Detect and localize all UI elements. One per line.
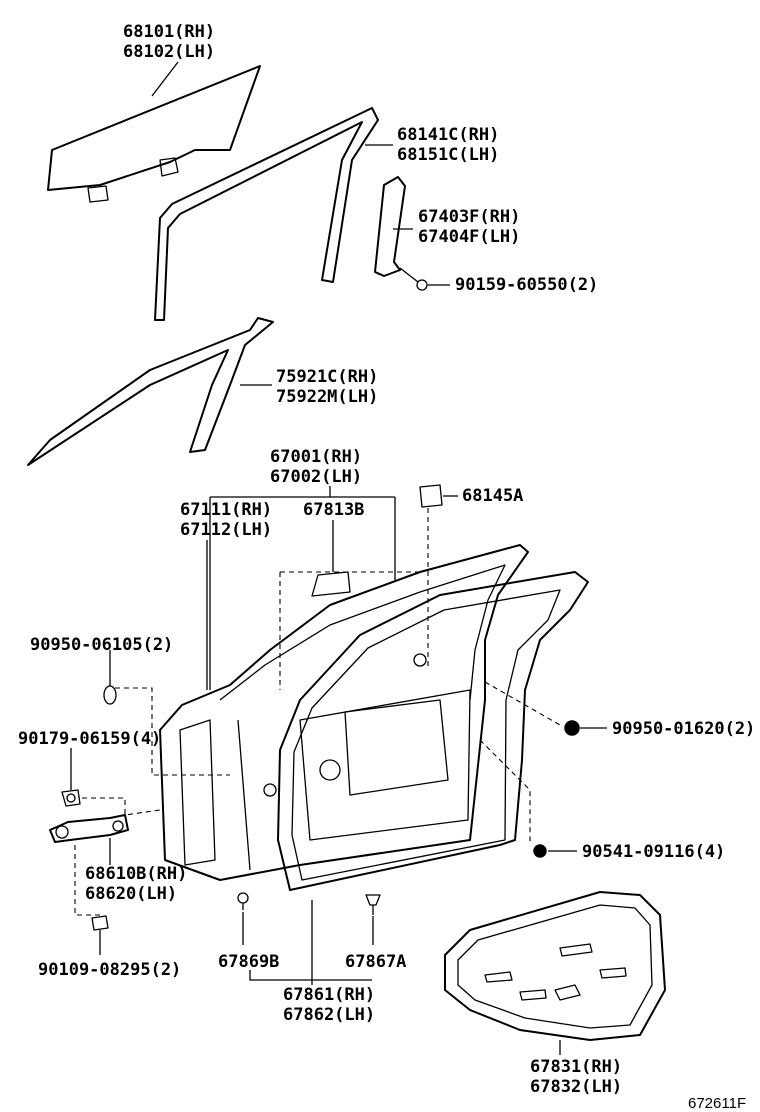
label-bolt-hinge: 90179-06159(4)	[18, 729, 161, 749]
leader-door	[209, 486, 396, 690]
dash-plug-right	[484, 681, 561, 726]
seal-b-part	[311, 571, 351, 597]
bolt-check-icon	[91, 915, 109, 931]
rear-sash-part	[374, 176, 406, 277]
label-molding-rh: 75921C(RH)	[276, 367, 378, 387]
pad-a-part	[419, 484, 443, 508]
label-bolt-check: 90109-08295(2)	[38, 960, 181, 980]
label-clip-a: 67867A	[345, 952, 406, 972]
label-sash-rh: 67403F(RH)	[418, 207, 520, 227]
label-glass-lh: 68102(LH)	[123, 42, 215, 62]
label-weather-rh: 67861(RH)	[283, 985, 375, 1005]
label-cover-lh: 67832(LH)	[530, 1077, 622, 1097]
leader-weatherstrip	[249, 900, 372, 985]
label-door-lh: 67002(LH)	[270, 467, 362, 487]
label-plug-right: 90950-01620(2)	[612, 719, 755, 739]
door-glass-part	[47, 65, 261, 203]
molding-part	[27, 317, 274, 466]
label-check-rh: 68610B(RH)	[85, 864, 187, 884]
label-seal-b: 67813B	[303, 500, 364, 520]
label-run-rh: 68141C(RH)	[397, 125, 499, 145]
clip-b-icon	[237, 892, 249, 910]
plug-left-icon	[103, 685, 117, 705]
label-door-rh: 67001(RH)	[270, 447, 362, 467]
label-nut-right: 90541-09116(4)	[582, 842, 725, 862]
label-check-lh: 68620(LH)	[85, 884, 177, 904]
label-screw-sash: 90159-60550(2)	[455, 275, 598, 295]
label-run-lh: 68151C(LH)	[397, 145, 499, 165]
label-panel-lh: 67112(LH)	[180, 520, 272, 540]
label-cover-rh: 67831(RH)	[530, 1057, 622, 1077]
label-molding-lh: 75922M(LH)	[276, 387, 378, 407]
screw-sash-icon	[399, 267, 428, 291]
leader-glass	[151, 61, 179, 97]
bolt-hinge-icon	[61, 789, 81, 807]
dash-plug-left	[115, 687, 230, 776]
illustration-id: 672611F	[688, 1095, 746, 1112]
label-glass-rh: 68101(RH)	[123, 22, 215, 42]
dash-bolt-hinge	[82, 797, 161, 816]
glass-run-part	[154, 107, 379, 321]
dash-door-top	[279, 571, 420, 690]
door-shell-part	[159, 544, 529, 881]
label-panel-rh: 67111(RH)	[180, 500, 272, 520]
label-plug-left: 90950-06105(2)	[30, 635, 173, 655]
clip-a-icon	[365, 894, 381, 915]
door-check-part	[49, 814, 129, 843]
label-pad-a: 68145A	[462, 486, 523, 506]
label-weather-lh: 67862(LH)	[283, 1005, 375, 1025]
hole-cover-part	[444, 891, 666, 1041]
weatherstrip-part	[277, 571, 589, 891]
label-sash-lh: 67404F(LH)	[418, 227, 520, 247]
label-clip-b: 67869B	[218, 952, 279, 972]
nut-right-icon	[533, 844, 547, 858]
plug-right-icon	[564, 720, 580, 736]
